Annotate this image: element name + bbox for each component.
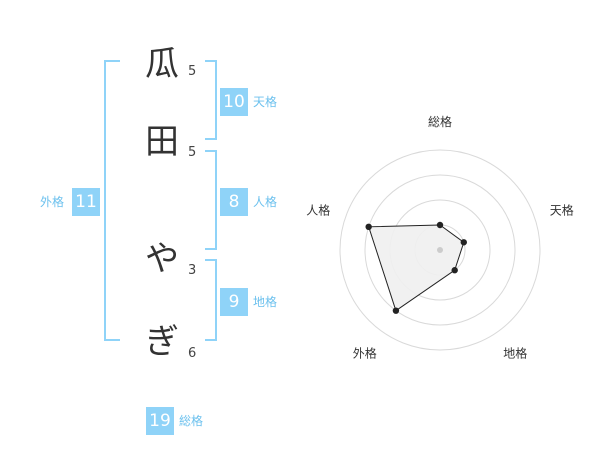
radar-axis-label-1: 総格 [428,114,452,129]
radar-point-1 [436,221,444,229]
gaikaku-value: 11 [72,188,100,216]
radar-axis-label-4: 外格 [353,346,377,361]
radar-axis-label-2: 天格 [550,202,574,217]
radar-point-5 [365,223,372,231]
radar-axis-label-5: 人格 [306,202,330,217]
chikaku-label: 地格 [253,295,278,309]
jinkaku-label: 人格 [253,195,278,209]
radar-axis-label-3: 地格 [503,346,527,361]
jinkaku-bracket [205,150,217,250]
name-char-1: 瓜 [145,44,179,84]
chikaku-bracket [205,259,217,341]
radar-point-2 [460,239,467,246]
tenkaku-value: 10 [220,88,248,116]
name-char-4: ぎ [145,322,179,362]
radar-center-dot [437,247,443,253]
tenkaku-label: 天格 [253,95,278,109]
tenkaku-bracket [205,60,217,140]
stroke-count-2: 5 [188,145,197,160]
jinkaku-value: 8 [220,188,248,216]
radar-point-3 [451,267,458,274]
chikaku-value: 9 [220,288,248,316]
radar-grid-ring-4 [339,149,541,351]
stroke-count-4: 6 [188,346,197,361]
radar-point-4 [392,307,400,314]
stroke-count-1: 5 [188,64,197,79]
soukaku-label: 総格 [179,414,204,428]
radar-grid-ring-3 [364,174,516,326]
stroke-count-3: 3 [188,263,197,278]
gaikaku-bracket [104,60,120,341]
soukaku-value: 19 [146,407,174,435]
gaikaku-label: 外格 [40,195,65,209]
name-char-3: や [145,239,179,279]
name-char-2: 田 [145,122,179,162]
radar-series-area [368,224,465,312]
